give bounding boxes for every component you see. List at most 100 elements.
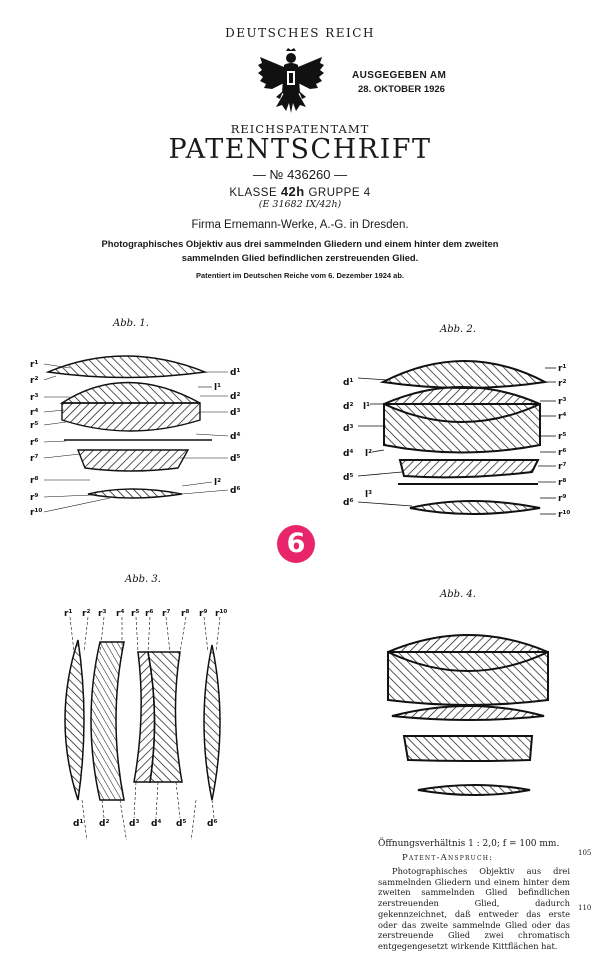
klasse-label: KLASSE bbox=[229, 187, 278, 199]
document-type-title: PATENTSCHRIFT bbox=[168, 134, 432, 165]
label-r2: r² bbox=[82, 609, 90, 619]
label-d5: d⁵ bbox=[176, 819, 186, 829]
lens-element bbox=[61, 402, 201, 432]
lens-element bbox=[76, 449, 190, 472]
figure-1-d-labels: d¹ l¹ d² d³ d⁴ d⁵ l² d⁶ bbox=[214, 368, 240, 496]
label-l2: l² bbox=[365, 449, 372, 459]
eagle-emblem-icon bbox=[258, 48, 324, 113]
label-r2: r² bbox=[30, 376, 38, 386]
label-d6: d⁶ bbox=[207, 819, 217, 829]
lens-element bbox=[409, 500, 541, 515]
label-d1: d¹ bbox=[230, 368, 240, 378]
office-name: REICHSPATENTAMT bbox=[230, 122, 370, 136]
patent-figures: Abb. 1. r¹ r² r³ r⁴ r⁵ r⁶ r⁷ bbox=[30, 318, 570, 840]
applicant-name: Firma Ernemann-Werke, A.-G. in Dresden. bbox=[191, 219, 409, 231]
lens-element bbox=[417, 784, 531, 796]
line-number: 105 bbox=[578, 849, 592, 857]
label-r3: r³ bbox=[98, 609, 106, 619]
invention-title-line-1: Photographisches Objektiv aus drei samme… bbox=[101, 238, 499, 249]
label-d3: d³ bbox=[129, 819, 139, 829]
figure-4-title: Abb. 4. bbox=[439, 589, 476, 600]
invention-title-line-2: sammelnden Glied befindlichen zerstreuen… bbox=[181, 252, 419, 263]
line-number: 110 bbox=[578, 904, 592, 912]
label-r2: r² bbox=[558, 379, 566, 389]
label-d2: d² bbox=[230, 392, 240, 402]
label-r10: r¹⁰ bbox=[215, 609, 227, 619]
label-d1: d¹ bbox=[343, 378, 353, 388]
lens-element bbox=[379, 360, 549, 389]
lens-element bbox=[398, 459, 540, 479]
label-d3: d³ bbox=[230, 408, 240, 418]
label-r4: r⁴ bbox=[30, 408, 38, 418]
figure-2-title: Abb. 2. bbox=[439, 324, 476, 335]
label-d2: d² bbox=[99, 819, 109, 829]
claim-text: Photographisches Objektiv aus drei samme… bbox=[378, 866, 570, 951]
figure-2-d-labels: d¹ d² l¹ d³ d⁴ l² d⁵ d⁶ l³ bbox=[343, 378, 372, 508]
figure-1-title: Abb. 1. bbox=[112, 318, 149, 329]
figure-3-d-labels: d¹ d² d³ d⁴ d⁵ d⁶ l¹ l² l³ bbox=[73, 819, 217, 829]
claim-heading: Patent-Anspruch: bbox=[402, 853, 494, 863]
label-r7: r⁷ bbox=[162, 609, 170, 619]
label-r10: r¹⁰ bbox=[30, 508, 42, 518]
issued-date: 28. OKTOBER 1926 bbox=[358, 84, 445, 95]
country-heading: DEUTSCHES REICH bbox=[225, 26, 375, 40]
label-r9: r⁹ bbox=[199, 609, 207, 619]
figure-1-r-labels: r¹ r² r³ r⁴ r⁵ r⁶ r⁷ r⁸ r⁹ r¹⁰ bbox=[30, 360, 42, 518]
label-d6: d⁶ bbox=[230, 486, 240, 496]
label-r1: r¹ bbox=[64, 609, 72, 619]
klasse-value: 42h bbox=[280, 184, 305, 199]
lens-element bbox=[383, 403, 541, 454]
label-r1: r¹ bbox=[30, 360, 38, 370]
lens-element bbox=[90, 641, 125, 801]
label-r9: r⁹ bbox=[558, 494, 566, 504]
label-r5: r⁵ bbox=[30, 421, 38, 431]
label-d5: d⁵ bbox=[343, 473, 353, 483]
label-r4: r⁴ bbox=[558, 412, 566, 422]
lens-element bbox=[387, 634, 549, 653]
label-r5: r⁵ bbox=[131, 609, 139, 619]
label-r8: r⁸ bbox=[558, 478, 566, 488]
label-r6: r⁶ bbox=[145, 609, 153, 619]
label-d4: d⁴ bbox=[230, 432, 240, 442]
figure-abb-3: Abb. 3. r¹ r² r³ r⁴ r⁵ r⁶ r⁷ bbox=[64, 574, 227, 840]
classification: KLASSE 42h GRUPPE 4 bbox=[0, 184, 600, 199]
lens-element bbox=[87, 488, 183, 499]
label-l1: l¹ bbox=[214, 383, 221, 393]
label-r4: r⁴ bbox=[116, 609, 124, 619]
patent-number: — № 436260 — bbox=[252, 167, 348, 182]
label-r5: r⁵ bbox=[558, 432, 566, 442]
label-l2: l² bbox=[214, 478, 221, 488]
label-d3: d³ bbox=[343, 424, 353, 434]
label-r3: r³ bbox=[558, 397, 566, 407]
lens-element bbox=[45, 355, 208, 379]
label-r10: r¹⁰ bbox=[558, 510, 570, 520]
gruppe-label: GRUPPE 4 bbox=[308, 187, 371, 199]
number-badge: 6 bbox=[277, 525, 315, 563]
label-r1: r¹ bbox=[558, 364, 566, 374]
label-l1: l¹ bbox=[363, 402, 370, 412]
label-l3: l³ bbox=[365, 490, 372, 500]
lens-element bbox=[402, 735, 534, 762]
label-r7: r⁷ bbox=[558, 462, 566, 472]
issued-label: AUSGEGEBEN AM bbox=[352, 70, 447, 81]
label-r6: r⁶ bbox=[30, 438, 38, 448]
label-r6: r⁶ bbox=[558, 448, 566, 458]
figure-3-title: Abb. 3. bbox=[124, 574, 161, 585]
figure-2-r-labels: r¹ r² r³ r⁴ r⁵ r⁶ r⁷ r⁸ r⁹ r¹⁰ bbox=[558, 364, 570, 520]
label-d6: d⁶ bbox=[343, 498, 353, 508]
label-d5: d⁵ bbox=[230, 454, 240, 464]
label-d1: d¹ bbox=[73, 819, 83, 829]
label-r8: r⁸ bbox=[181, 609, 189, 619]
label-d4: d⁴ bbox=[343, 449, 353, 459]
patented-date-line: Patentiert im Deutschen Reiche vom 6. De… bbox=[196, 271, 404, 280]
label-r8: r⁸ bbox=[30, 476, 38, 486]
figure-3-r-labels: r¹ r² r³ r⁴ r⁵ r⁶ r⁷ r⁸ r⁹ r¹⁰ bbox=[64, 609, 227, 619]
label-r7: r⁷ bbox=[30, 454, 38, 464]
lens-element bbox=[383, 386, 541, 405]
label-r9: r⁹ bbox=[30, 493, 38, 503]
lens-element bbox=[391, 705, 545, 721]
aperture-ratio: Öffnungsverhältnis 1 : 2,0; f = 100 mm. bbox=[378, 839, 560, 849]
lens-element bbox=[59, 381, 201, 404]
label-d2: d² bbox=[343, 402, 353, 412]
figure-abb-2: Abb. 2. d¹ d² l¹ d³ d⁴ l² d⁵ bbox=[343, 324, 570, 520]
